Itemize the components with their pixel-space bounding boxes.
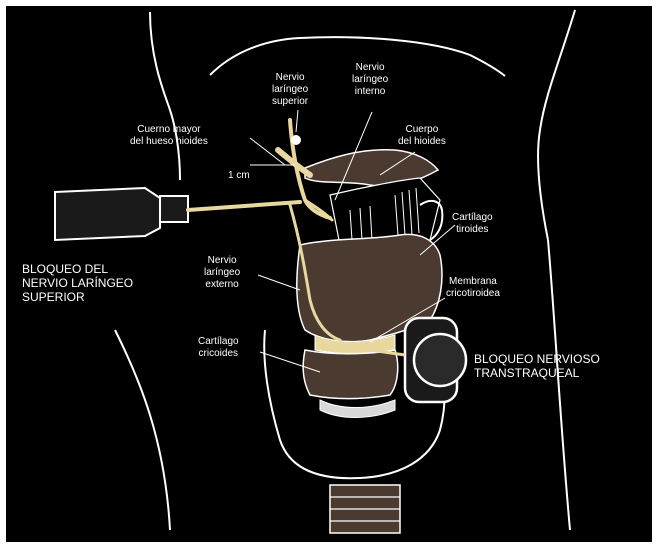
label-text: del hueso hioides — [130, 136, 208, 148]
label-text: del hioides — [398, 136, 446, 148]
cricoid-cartilage — [303, 350, 398, 399]
label-text: Nervio — [272, 72, 308, 84]
label-text: BLOQUEO NERVIOSO — [474, 352, 600, 366]
label-text: SUPERIOR — [22, 290, 133, 304]
label-n-lar-sup: Nervio laríngeo superior — [272, 72, 308, 108]
label-1cm: 1 cm — [228, 170, 250, 182]
label-text: Cartílago — [452, 212, 493, 224]
label-text: Nervio — [204, 255, 240, 267]
label-text: Cuerno mayor — [130, 124, 208, 136]
label-text: 1 cm — [228, 170, 250, 182]
syringe-plunger-right — [414, 334, 466, 386]
label-cart-tir: Cartílago tiroides — [452, 212, 493, 236]
label-cuerno: Cuerno mayor del hueso hioides — [130, 124, 208, 148]
syringe-hub-left — [160, 196, 188, 222]
label-bloqueo-sup: BLOQUEO DEL NERVIO LARÍNGEO SUPERIOR — [22, 262, 133, 304]
label-membrana: Membrana cricotiroidea — [446, 276, 500, 300]
label-text: laríngeo — [352, 74, 388, 86]
label-n-lar-int: Nervio laríngeo interno — [352, 62, 388, 98]
label-text: cricotiroidea — [446, 288, 500, 300]
label-text: Membrana — [446, 276, 500, 288]
label-text: cricoides — [198, 348, 239, 360]
label-n-lar-ext: Nervio laríngeo externo — [204, 255, 240, 291]
label-text: Cartílago — [198, 336, 239, 348]
label-text: BLOQUEO DEL — [22, 262, 133, 276]
label-text: laríngeo — [272, 84, 308, 96]
label-cart-cric: Cartílago cricoides — [198, 336, 239, 360]
label-text: NERVIO LARÍNGEO — [22, 276, 133, 290]
label-text: interno — [352, 86, 388, 98]
label-text: TRANSTRAQUEAL — [474, 366, 600, 380]
label-cuerpo: Cuerpo del hioides — [398, 124, 446, 148]
label-text: laríngeo — [204, 267, 240, 279]
label-text: Cuerpo — [398, 124, 446, 136]
label-text: externo — [204, 279, 240, 291]
label-text: tiroides — [452, 224, 493, 236]
label-text: Nervio — [352, 62, 388, 74]
label-bloqueo-trans: BLOQUEO NERVIOSO TRANSTRAQUEAL — [474, 352, 600, 380]
label-text: superior — [272, 96, 308, 108]
syringe-barrel-left — [55, 188, 160, 240]
nerve-origin-dot — [291, 135, 301, 145]
